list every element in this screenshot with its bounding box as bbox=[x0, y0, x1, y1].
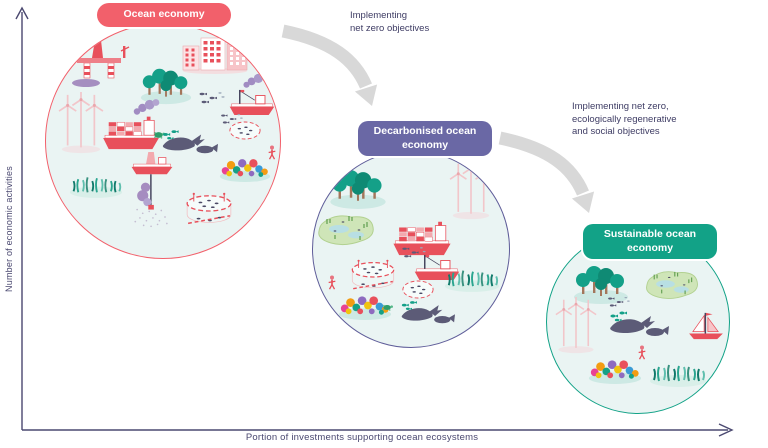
aquaculture-pen-icon bbox=[186, 192, 232, 225]
decarbonised-ocean-economy-circle bbox=[312, 150, 510, 348]
mangrove-trees-icon bbox=[140, 68, 192, 105]
y-axis-arrowhead bbox=[15, 6, 29, 20]
wind-turbines-icon bbox=[449, 161, 493, 221]
wetland-icon bbox=[318, 215, 374, 246]
seaweed-icon bbox=[648, 363, 708, 387]
fishing-trawler-icon bbox=[229, 89, 275, 116]
whale-pod-icon bbox=[610, 311, 669, 336]
whale-pod-icon bbox=[401, 301, 455, 324]
seaweed-icon bbox=[68, 176, 124, 198]
x-axis-label: Portion of investments supporting ocean … bbox=[245, 432, 479, 443]
cargo-ship-icon bbox=[392, 221, 452, 256]
fish-school-icon bbox=[221, 114, 243, 124]
drill-ship-icon bbox=[131, 152, 173, 228]
sustainable-ocean-economy-circle bbox=[546, 230, 730, 414]
smoke-plume-icon bbox=[133, 99, 160, 115]
diver-icon bbox=[267, 145, 277, 160]
transition-arrow-1 bbox=[281, 24, 378, 106]
cargo-ship-icon bbox=[102, 116, 160, 150]
ocean-economy-circle bbox=[45, 23, 281, 259]
coastal-buildings-icon bbox=[182, 37, 248, 74]
fish-school-icon bbox=[199, 92, 225, 104]
y-axis bbox=[15, 6, 29, 430]
coral-reef-icon bbox=[338, 296, 392, 320]
transition-arrow-2 bbox=[498, 131, 595, 213]
y-axis-label: Number of economic activities bbox=[4, 166, 14, 292]
diver-icon bbox=[637, 345, 647, 360]
ocean-economy-label: Ocean economy bbox=[97, 3, 231, 27]
diver-icon bbox=[327, 275, 337, 290]
x-axis-arrowhead bbox=[718, 423, 734, 437]
annotation-net-zero: Implementing net zero objectives bbox=[350, 10, 430, 34]
seaweed-icon bbox=[443, 269, 501, 292]
oil-platform-icon bbox=[71, 38, 130, 88]
fish-pen-icon bbox=[402, 280, 434, 299]
coral-reef-icon bbox=[219, 159, 271, 182]
mangrove-trees-icon bbox=[574, 266, 628, 304]
whale-pod-icon bbox=[162, 130, 218, 154]
decarbonised-ocean-economy-label: Decarbonised ocean economy bbox=[358, 121, 492, 156]
sustainable-ocean-economy-label: Sustainable ocean economy bbox=[583, 224, 717, 259]
smoke-plume-icon bbox=[243, 73, 268, 88]
sailboat-icon bbox=[688, 312, 724, 340]
mangrove-trees-icon bbox=[330, 170, 386, 209]
wetland-icon bbox=[645, 271, 699, 300]
coral-reef-icon bbox=[588, 360, 642, 384]
fish-pen-icon bbox=[229, 121, 261, 140]
wind-turbines-icon bbox=[58, 92, 104, 154]
annotation-regenerative: Implementing net zero, ecologically rege… bbox=[572, 101, 677, 138]
aquaculture-pen-icon bbox=[351, 259, 395, 290]
